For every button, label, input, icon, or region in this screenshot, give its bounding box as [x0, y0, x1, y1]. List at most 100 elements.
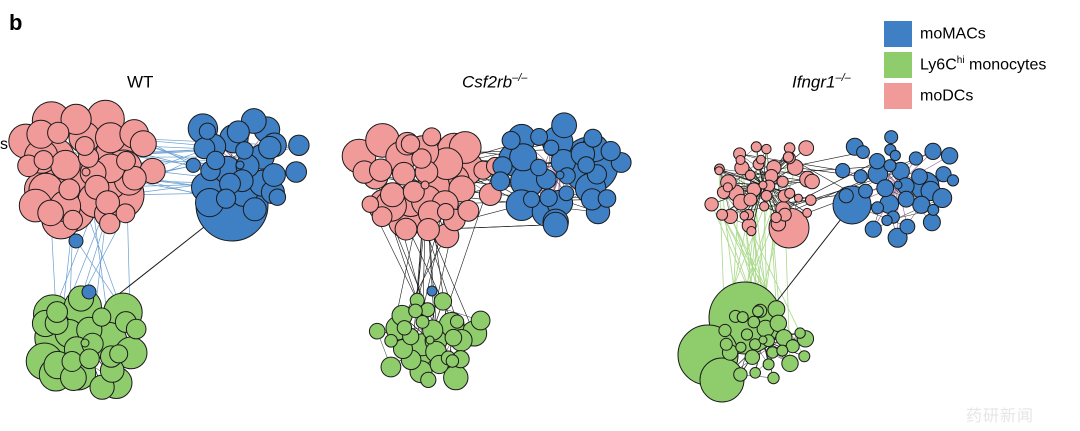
ifngr1-modc-node	[735, 155, 746, 165]
csf2rb-monocyte-node	[380, 356, 402, 378]
wt-momac-node	[268, 188, 287, 206]
ifngr1-monocyte-node	[769, 314, 787, 332]
ifngr1-link-edge	[769, 204, 853, 311]
ifngr1-cross-edge	[795, 167, 861, 177]
wt-modc-node	[37, 199, 64, 227]
ifngr1-monocyte-node	[744, 349, 760, 365]
ifngr1-momac-node	[911, 168, 928, 186]
ifngr1-modc-node	[805, 194, 817, 206]
csf2rb-momac-node	[501, 130, 521, 150]
ifngr1-modc-node	[746, 226, 757, 237]
ifngr1-monocyte-node	[776, 344, 789, 357]
wt-monocyte-node	[46, 301, 68, 323]
wt-momac-node	[185, 157, 201, 173]
ifngr1-monocyte-node	[767, 371, 780, 385]
csf2rb-monocyte-node	[445, 354, 460, 368]
title-csf2rb: Csf2rb–/–	[462, 72, 528, 92]
ifngr1-momac-node	[924, 142, 942, 160]
ifngr1-modc-node	[760, 189, 773, 202]
ifngr1-momac-node	[853, 169, 868, 184]
ifngr1-momac-node	[922, 213, 941, 232]
ifngr1-monocyte-hub-node	[758, 335, 768, 345]
csf2rb-monocyte-node	[420, 371, 437, 388]
legend-swatch-monocytes	[884, 51, 912, 78]
ifngr1-modc-node	[804, 173, 820, 190]
ifngr1-modc-node	[714, 166, 724, 176]
ifngr1-modc-node	[802, 207, 812, 218]
legend-swatch-momacs	[884, 20, 912, 47]
wt-monocyte-node	[79, 348, 100, 370]
ifngr1-monocyte-node	[718, 323, 732, 338]
ifngr1-momac-node	[927, 203, 940, 216]
ifngr1-modc-node	[793, 193, 803, 203]
ifngr1-momac-node	[897, 190, 915, 208]
ifngr1-modc-node	[770, 211, 782, 224]
wt-momac-node	[242, 197, 267, 222]
title-wt: WT	[127, 72, 154, 92]
ifngr1-modc-spoke	[762, 149, 767, 186]
cropped-text: s	[0, 136, 8, 153]
wt-modc-node	[99, 213, 121, 235]
wt-momac-node	[206, 150, 226, 170]
legend: moMACs Ly6Chi monocytes moDCs	[884, 18, 1046, 111]
csf2rb-modc-node	[416, 218, 440, 242]
ifngr1-monocyte-node	[762, 358, 775, 371]
ifngr1-monocyte-node	[719, 337, 733, 351]
ifngr1-modc-node	[739, 211, 750, 221]
csf2rb-momac-node	[509, 143, 538, 172]
wt-modc-node	[62, 209, 84, 231]
csf2rb-monocyte-node	[444, 328, 463, 347]
csf2rb-momac-node	[577, 156, 596, 174]
wt-momac-node	[262, 163, 286, 187]
ifngr1-monocyte-node	[747, 315, 761, 329]
ifngr1-modc-node	[744, 169, 756, 181]
ifngr1-momac-node	[899, 218, 916, 235]
csf2rb-momac-node	[523, 190, 540, 208]
wt-modc-node	[116, 151, 136, 171]
wt-modc-node	[129, 130, 157, 158]
wt-modc-node	[58, 178, 81, 201]
ifngr1-momac-node	[884, 130, 899, 145]
ifngr1-monocyte-node	[798, 350, 811, 363]
csf2rb-modc-hub-node	[420, 180, 430, 190]
ifngr1-cross-edge	[768, 185, 777, 310]
ifngr1-momac-node	[912, 195, 931, 214]
wt-modc-hub-node	[81, 167, 91, 177]
csf2rb-modc-node	[402, 180, 425, 203]
csf2rb-momac-node	[583, 128, 603, 148]
ifngr1-modc-node	[750, 141, 762, 153]
legend-item-monocytes: Ly6Chi monocytes	[884, 49, 1046, 80]
csf2rb-modc-node	[394, 217, 418, 241]
ifngr1-monocyte-node	[752, 305, 764, 318]
wt-monocyte-node	[109, 344, 129, 364]
ifngr1-modc-node	[784, 187, 796, 199]
wt-modc-node	[115, 203, 136, 224]
ifngr1-momac-hub-node	[893, 180, 903, 190]
csf2rb-modc-node	[422, 127, 442, 147]
csf2rb-modc-node	[361, 195, 379, 213]
ifngr1-momac-node	[835, 163, 851, 179]
ifngr1-modc-node	[704, 197, 719, 212]
csf2rb-modc-node	[380, 182, 405, 208]
csf2rb-momac-node	[600, 141, 621, 162]
csf2rb-modc-node	[457, 199, 480, 222]
ifngr1-modc-hub-node	[758, 180, 768, 190]
csf2rb-momac-node	[543, 139, 560, 156]
csf2rb-momac-node	[426, 285, 438, 297]
csf2rb-modc-node	[400, 134, 421, 154]
csf2rb-modc-node	[371, 206, 393, 228]
ifngr1-modc-edge	[728, 157, 790, 183]
panel-label: b	[9, 10, 23, 35]
wt-modc-node	[74, 136, 95, 156]
ifngr1-momac-node	[887, 227, 908, 248]
csf2rb-monocyte-node	[450, 314, 465, 329]
wt-modc-node	[60, 103, 92, 136]
ifngr1-monocyte-node	[736, 311, 749, 324]
wt-modc-node	[47, 121, 70, 144]
wt-momac-hub-node	[235, 160, 245, 170]
ifngr1-monocyte-node	[733, 367, 748, 382]
ifngr1-modc-node	[722, 182, 733, 193]
csf2rb-monocyte-node	[470, 310, 491, 331]
ifngr1-monocyte-node	[781, 354, 799, 373]
